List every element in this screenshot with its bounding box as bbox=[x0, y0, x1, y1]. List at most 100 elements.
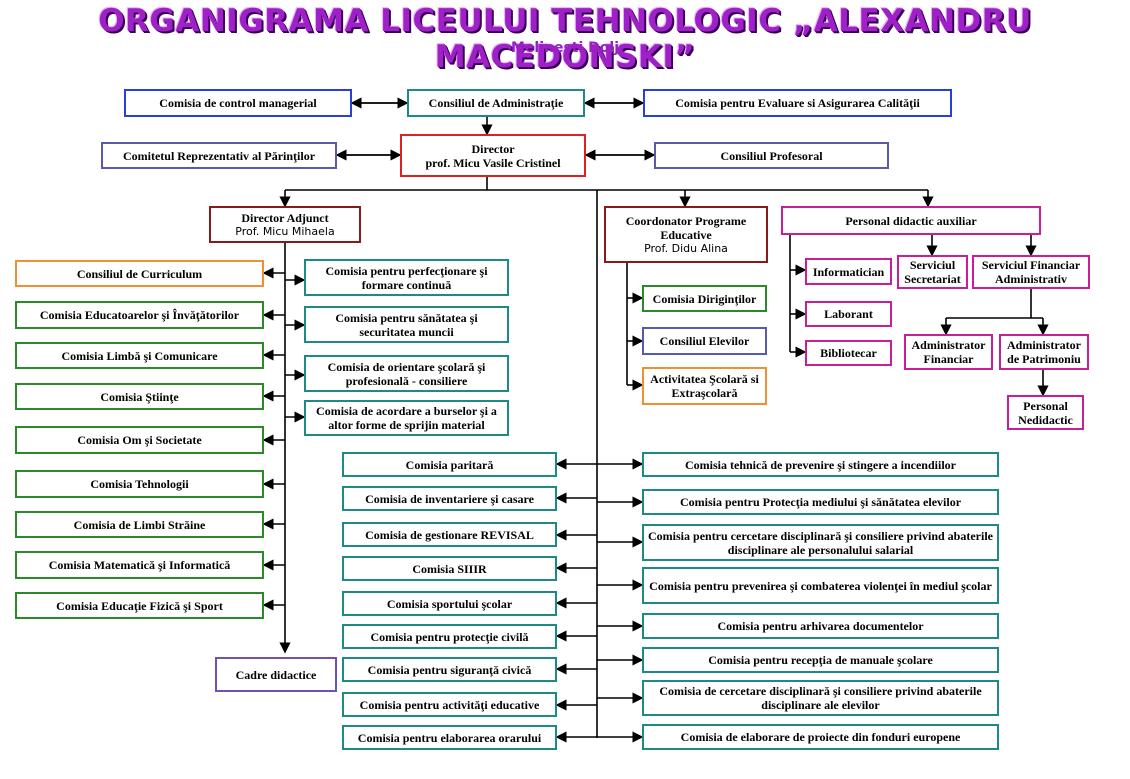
control-managerial-box: Comisia de control managerial bbox=[124, 89, 352, 117]
left-commission-label: Comisia Educaţie Fizică şi Sport bbox=[56, 598, 223, 613]
left-commission-box: Comisia Educatoarelor şi Învăţătorilor bbox=[15, 301, 264, 329]
center-right-commission-box: Comisia pentru cercetare disciplinară şi… bbox=[642, 524, 999, 561]
center-right-commission-label: Comisia pentru Protecţia mediului şi săn… bbox=[679, 495, 962, 509]
consiliul-profesoral-box: Consiliul Profesoral bbox=[654, 142, 889, 169]
ceac-label: Comisia pentru Evaluare si Asigurarea Ca… bbox=[675, 96, 920, 110]
coord-item-label: Comisia Diriginţilor bbox=[652, 291, 757, 306]
aux-item-label: Laborant bbox=[824, 307, 873, 321]
center-right-commission-box: Comisia pentru recepţia de manuale şcola… bbox=[642, 647, 999, 673]
center-left-commission-label: Comisia SIIIR bbox=[412, 561, 487, 576]
center-left-commission-box: Comisia sportului şcolar bbox=[342, 591, 557, 616]
director-adjunct-box: Director Adjunct Prof. Micu Mihaela bbox=[209, 206, 361, 243]
left-commission-label: Comisia Limbă şi Comunicare bbox=[61, 348, 218, 363]
center-left-commission-box: Comisia paritară bbox=[342, 452, 557, 477]
chart-subtitle: Melineşti Dolj bbox=[510, 40, 620, 56]
center-right-commission-label: Comisia pentru recepţia de manuale şcola… bbox=[708, 653, 933, 667]
secretariat-label: Serviciul Secretariat bbox=[904, 258, 961, 286]
coordonator-name: Prof. Didu Alina bbox=[644, 241, 728, 255]
director-title: Director bbox=[471, 141, 515, 156]
consiliul-administratie-label: Consiliul de Administraţie bbox=[428, 96, 564, 110]
mid-commission-label: Comisia de acordare a burselor şi a alto… bbox=[316, 404, 497, 432]
left-commission-label: Comisia Tehnologii bbox=[90, 477, 189, 491]
left-commission-box: Comisia Om şi Societate bbox=[15, 426, 264, 454]
center-right-commission-label: Comisia de elaborare de proiecte din fon… bbox=[680, 730, 961, 744]
aux-item-box: Laborant bbox=[805, 301, 892, 327]
center-left-commission-box: Comisia SIIIR bbox=[342, 556, 557, 581]
left-commission-box: Comisia Educaţie Fizică şi Sport bbox=[15, 592, 264, 619]
control-managerial-label: Comisia de control managerial bbox=[159, 96, 317, 110]
center-right-commission-label: Comisia pentru arhivarea documentelor bbox=[717, 619, 924, 633]
center-right-commission-label: Comisia tehnică de prevenire şi stingere… bbox=[685, 457, 956, 472]
aux-item-label: Bibliotecar bbox=[820, 346, 877, 360]
center-right-commission-box: Comisia de elaborare de proiecte din fon… bbox=[642, 724, 999, 750]
left-commission-box: Comisia Matematică şi Informatică bbox=[15, 551, 264, 579]
left-commission-label: Consiliul de Curriculum bbox=[76, 266, 203, 281]
personal-nedidactic-box: Personal Nedidactic bbox=[1007, 395, 1084, 430]
left-commission-label: Comisia Educatoarelor şi Învăţătorilor bbox=[39, 308, 240, 322]
left-commission-box: Consiliul de Curriculum bbox=[15, 260, 264, 287]
coordonator-box: Coordonator Programe Educative Prof. Did… bbox=[604, 206, 768, 263]
left-commission-label: Comisia Ştiinţe bbox=[100, 389, 179, 404]
left-commission-box: Comisia Limbă şi Comunicare bbox=[15, 342, 264, 369]
center-left-commission-box: Comisia pentru activităţi educative bbox=[342, 692, 557, 717]
cadre-didactice-label: Cadre didactice bbox=[235, 667, 317, 682]
mid-commission-box: Comisia de orientare şcolară şi profesio… bbox=[304, 355, 509, 392]
left-commission-box: Comisia Ştiinţe bbox=[15, 383, 264, 410]
center-left-commission-label: Comisia de inventariere şi casare bbox=[365, 491, 534, 506]
parents-committee-label: Comitetul Reprezentativ al Părinţilor bbox=[122, 148, 316, 163]
aux-item-box: Bibliotecar bbox=[805, 340, 892, 366]
mid-commission-box: Comisia pentru sănătatea şi securitatea … bbox=[304, 306, 509, 343]
center-left-commission-box: Comisia pentru elaborarea orarului bbox=[342, 725, 557, 750]
left-commission-label: Comisia Om şi Societate bbox=[77, 433, 202, 447]
center-left-commission-label: Comisia pentru elaborarea orarului bbox=[357, 730, 542, 745]
secretariat-box: Serviciul Secretariat bbox=[897, 255, 968, 289]
coord-item-label: Activitatea Şcolară si Extraşcolară bbox=[650, 372, 759, 400]
left-commission-label: Comisia de Limbi Străine bbox=[73, 517, 206, 532]
consiliul-administratie-box: Consiliul de Administraţie bbox=[407, 89, 585, 117]
personal-auxiliar-box: Personal didactic auxiliar bbox=[781, 206, 1041, 235]
mid-commission-box: Comisia de acordare a burselor şi a alto… bbox=[304, 400, 509, 436]
aux-item-box: Informatician bbox=[805, 258, 892, 285]
left-commission-box: Comisia de Limbi Străine bbox=[15, 511, 264, 538]
center-left-commission-box: Comisia pentru protecţie civilă bbox=[342, 624, 557, 649]
center-left-commission-box: Comisia pentru siguranţă civică bbox=[342, 657, 557, 682]
director-name: prof. Micu Vasile Cristinel bbox=[425, 155, 561, 170]
admin-patrimoniu-label: Administrator de Patrimoniu bbox=[1007, 338, 1081, 366]
mid-commission-label: Comisia de orientare şcolară şi profesio… bbox=[327, 359, 486, 388]
coordonator-title: Coordonator Programe Educative bbox=[625, 213, 747, 242]
center-right-commission-box: Comisia pentru Protecţia mediului şi săn… bbox=[642, 489, 999, 515]
center-right-commission-box: Comisia tehnică de prevenire şi stingere… bbox=[642, 452, 999, 477]
personal-auxiliar-label: Personal didactic auxiliar bbox=[845, 213, 977, 228]
admin-financiar-label: Administrator Financiar bbox=[911, 338, 986, 366]
admin-financiar-box: Administrator Financiar bbox=[904, 334, 993, 370]
left-commission-box: Comisia Tehnologii bbox=[15, 470, 264, 498]
center-right-commission-label: Comisia de cercetare disciplinară şi con… bbox=[659, 684, 982, 712]
coord-item-label: Consiliul Elevilor bbox=[659, 334, 750, 348]
financiar-label: Serviciul Financiar Administrativ bbox=[981, 258, 1081, 286]
cadre-didactice-box: Cadre didactice bbox=[215, 657, 337, 692]
coord-item-box: Activitatea Şcolară si Extraşcolară bbox=[642, 367, 767, 405]
center-left-commission-box: Comisia de inventariere şi casare bbox=[342, 486, 557, 511]
financiar-box: Serviciul Financiar Administrativ bbox=[972, 255, 1090, 289]
center-right-commission-label: Comisia pentru prevenirea şi combaterea … bbox=[649, 578, 992, 593]
consiliul-profesoral-label: Consiliul Profesoral bbox=[720, 148, 823, 163]
admin-patrimoniu-box: Administrator de Patrimoniu bbox=[999, 334, 1089, 370]
center-right-commission-box: Comisia de cercetare disciplinară şi con… bbox=[642, 680, 999, 716]
center-right-commission-box: Comisia pentru arhivarea documentelor bbox=[642, 613, 999, 639]
center-left-commission-label: Comisia pentru activităţi educative bbox=[359, 697, 540, 712]
director-adjunct-name: Prof. Micu Mihaela bbox=[235, 224, 335, 238]
center-right-commission-box: Comisia pentru prevenirea şi combaterea … bbox=[642, 567, 999, 604]
coord-item-box: Consiliul Elevilor bbox=[642, 327, 767, 355]
mid-commission-box: Comisia pentru perfecţionare şi formare … bbox=[304, 259, 509, 296]
center-left-commission-box: Comisia de gestionare REVISAL bbox=[342, 522, 557, 547]
center-left-commission-label: Comisia de gestionare REVISAL bbox=[365, 527, 534, 542]
center-left-commission-label: Comisia pentru siguranţă civică bbox=[367, 662, 532, 677]
personal-nedidactic-label: Personal Nedidactic bbox=[1018, 398, 1073, 427]
center-left-commission-label: Comisia sportului şcolar bbox=[386, 596, 513, 611]
mid-commission-label: Comisia pentru perfecţionare şi formare … bbox=[325, 263, 488, 292]
center-left-commission-label: Comisia paritară bbox=[405, 457, 494, 472]
chart-title: ORGANIGRAMA LICEULUI TEHNOLOGIC „ALEXAND… bbox=[98, 3, 1032, 75]
ceac-box: Comisia pentru Evaluare si Asigurarea Ca… bbox=[643, 89, 952, 117]
aux-item-label: Informatician bbox=[812, 264, 885, 279]
